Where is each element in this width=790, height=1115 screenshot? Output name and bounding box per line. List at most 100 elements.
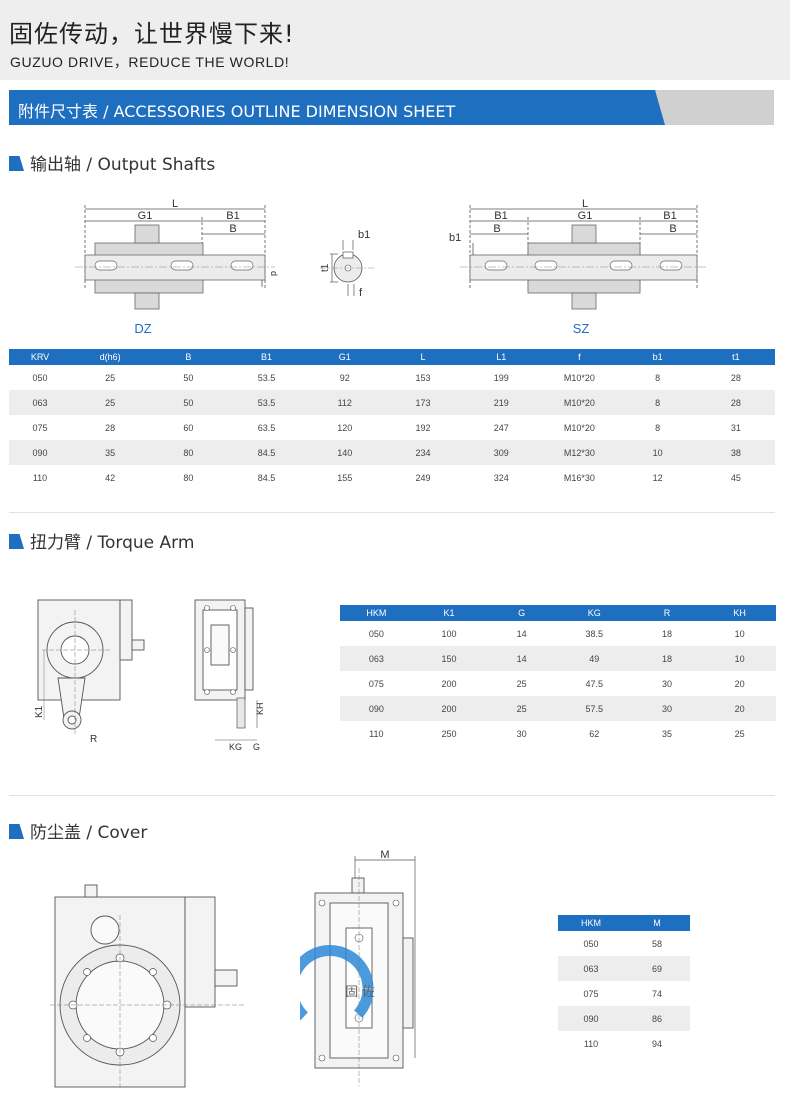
table-cell: 199 — [493, 372, 509, 383]
sz-label-b1-left: B1 — [494, 210, 507, 222]
table-cell: 30 — [630, 696, 704, 721]
table-cell: 84.5 — [257, 472, 276, 483]
table-cell: 80 — [183, 472, 194, 483]
table-cell: 090 — [340, 696, 413, 721]
sz-label-b-right: B — [669, 223, 676, 235]
section-label-b1: b1 — [358, 229, 370, 241]
sz-label-b-left: B — [493, 223, 500, 235]
watermark-text: 固 佐 — [345, 984, 375, 999]
table-cell: 18 — [630, 646, 704, 671]
banner-blue-strip — [9, 90, 665, 125]
col-k1: K1 — [412, 605, 486, 621]
table-cell: 25 — [485, 696, 558, 721]
table-cell: 30 — [516, 728, 527, 739]
col-g: G — [485, 605, 558, 621]
table-cell: 110 — [369, 728, 384, 739]
section-marker-icon — [9, 534, 24, 549]
col-kg: KG — [557, 605, 631, 621]
torque-arm-heading: 扭力臂 / Torque Arm — [9, 528, 194, 553]
table-cell: 28 — [730, 372, 741, 383]
table-cell: 173 — [383, 390, 463, 415]
table-cell: 075 — [368, 678, 384, 689]
table-cell: 20 — [703, 696, 776, 721]
table-cell: M10*20 — [563, 372, 595, 383]
table-cell: 090 — [9, 440, 71, 465]
sz-label-b1-right: B1 — [663, 210, 676, 222]
section-marker-icon — [9, 156, 24, 171]
section-divider — [9, 795, 775, 796]
table-cell: 30 — [661, 678, 672, 689]
table-cell: 063 — [558, 956, 624, 981]
table-cell: 120 — [337, 422, 353, 433]
dz-shaft-diagram: L G1 B1 B d DZ — [75, 198, 279, 336]
col-f: f — [540, 349, 619, 365]
sz-label-b1-side: b1 — [449, 232, 461, 244]
table-cell: 25 — [105, 372, 116, 383]
banner-title: 附件尺寸表 / ACCESSORIES OUTLINE DIMENSION SH… — [18, 102, 456, 121]
slogan-chinese: 固佐传动，让世界慢下来! — [9, 20, 295, 48]
sz-label-g1: G1 — [578, 210, 593, 222]
slogan-english: GUZUO DRIVE，REDUCE THE WORLD! — [10, 54, 290, 70]
cover-title: 防尘盖 / Cover — [30, 823, 148, 843]
section-divider — [9, 512, 775, 513]
table-cell: 25 — [734, 728, 745, 739]
col-r: R — [630, 605, 704, 621]
table-cell: 42 — [105, 472, 116, 483]
table-cell: M10*20 — [563, 422, 595, 433]
table-cell: 8 — [655, 422, 661, 433]
table-cell: 234 — [383, 440, 463, 465]
table-cell: 050 — [583, 938, 599, 949]
page-header: 固佐传动，让世界慢下来! GUZUO DRIVE，REDUCE THE WORL… — [0, 0, 790, 80]
col-hkm: HKM — [558, 915, 624, 931]
torque-label-r: R — [90, 734, 97, 745]
section-marker-icon — [9, 824, 24, 839]
col-t1: t1 — [696, 349, 775, 365]
torque-arm-front-diagram: KH KG G — [194, 599, 265, 752]
table-cell: 219 — [462, 390, 541, 415]
col-g1: G1 — [305, 349, 384, 365]
table-cell: 49 — [557, 646, 631, 671]
section-banner: 附件尺寸表 / ACCESSORIES OUTLINE DIMENSION SH… — [9, 90, 779, 125]
cover-heading: 防尘盖 / Cover — [9, 818, 147, 843]
output-shafts-title: 输出轴 / Output Shafts — [30, 155, 216, 175]
table-cell: 45 — [730, 472, 741, 483]
table-cell: 063 — [9, 390, 71, 415]
table-cell: 8 — [618, 390, 697, 415]
output-shafts-heading: 输出轴 / Output Shafts — [9, 150, 215, 175]
table-cell: 155 — [337, 472, 353, 483]
table-cell: 10 — [618, 440, 697, 465]
table-cell: 80 — [149, 440, 228, 465]
torque-arm-title: 扭力臂 / Torque Arm — [30, 533, 195, 553]
cover-front-diagram: 固 佐 M — [300, 849, 416, 1086]
col-kh: KH — [703, 605, 776, 621]
dz-label-l: L — [172, 198, 178, 210]
col-b1-lower: b1 — [618, 349, 697, 365]
dz-label-d: d — [269, 271, 279, 276]
section-label-f: f — [359, 287, 363, 299]
shaft-cross-section-diagram: b1 t1 f — [320, 229, 376, 299]
table-cell: 31 — [730, 422, 741, 433]
table-cell: 075 — [32, 422, 48, 433]
watermark-logo-icon: 固 佐 — [300, 945, 375, 1032]
col-b: B — [149, 349, 228, 365]
table-cell: 84.5 — [227, 440, 306, 465]
table-cell: 53.5 — [227, 390, 306, 415]
dz-label-b1: B1 — [226, 210, 239, 222]
table-cell: 18 — [661, 628, 672, 639]
table-cell: 050 — [32, 372, 48, 383]
table-cell: 28 — [105, 422, 116, 433]
dz-label-g1: G1 — [138, 210, 153, 222]
